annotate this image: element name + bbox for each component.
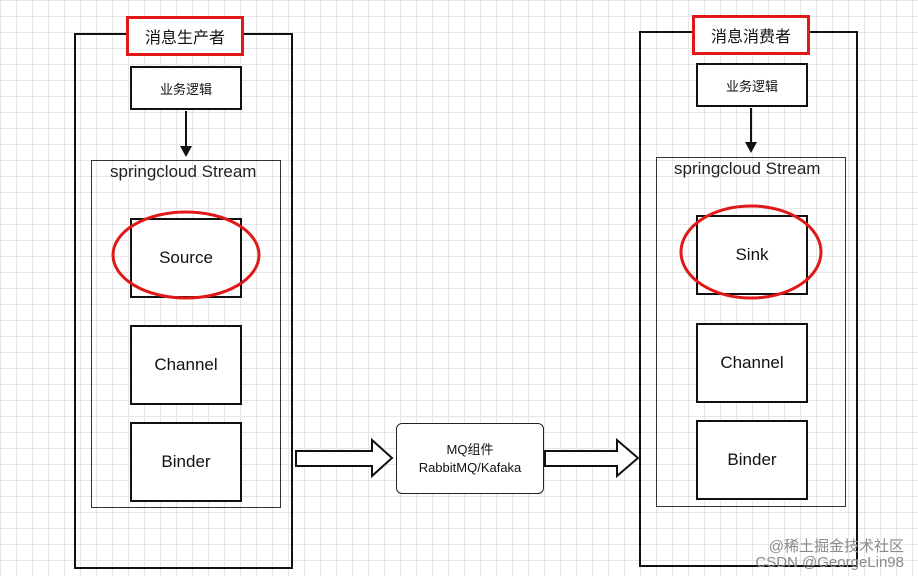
mq-broker-names: RabbitMQ/Kafaka xyxy=(418,459,522,475)
producer-business-logic-box: 业务逻辑 xyxy=(130,66,242,110)
consumer-channel-box: Channel xyxy=(696,323,808,403)
producer-title: 消息生产者 xyxy=(126,16,244,56)
consumer-down-arrow xyxy=(745,108,757,153)
sink-highlight-ellipse xyxy=(679,204,823,300)
source-highlight-ellipse xyxy=(111,210,261,300)
watermark-line1: @稀土掘金技术社区 xyxy=(768,538,904,555)
consumer-stream-label: springcloud Stream xyxy=(674,159,821,178)
consumer-stream-container xyxy=(656,157,846,507)
mq-component-box: MQ组件 RabbitMQ/Kafaka xyxy=(396,423,544,494)
producer-stream-label: springcloud Stream xyxy=(110,162,257,181)
consumer-business-logic-box: 业务逻辑 xyxy=(696,63,808,107)
producer-to-mq-arrow xyxy=(295,437,394,479)
watermark: @稀土掘金技术社区 CSDN @GeorgeLin98 xyxy=(755,539,904,571)
producer-channel-box: Channel xyxy=(130,325,242,405)
producer-binder-box: Binder xyxy=(130,422,242,502)
producer-stream-container xyxy=(91,160,281,508)
watermark-line2: CSDN @GeorgeLin98 xyxy=(755,554,904,571)
mq-to-consumer-arrow xyxy=(544,437,640,479)
sink-box: Sink xyxy=(696,215,808,295)
mq-component-label: MQ组件 xyxy=(446,441,494,457)
producer-down-arrow xyxy=(180,111,192,157)
consumer-title: 消息消费者 xyxy=(692,15,810,55)
consumer-binder-box: Binder xyxy=(696,420,808,500)
